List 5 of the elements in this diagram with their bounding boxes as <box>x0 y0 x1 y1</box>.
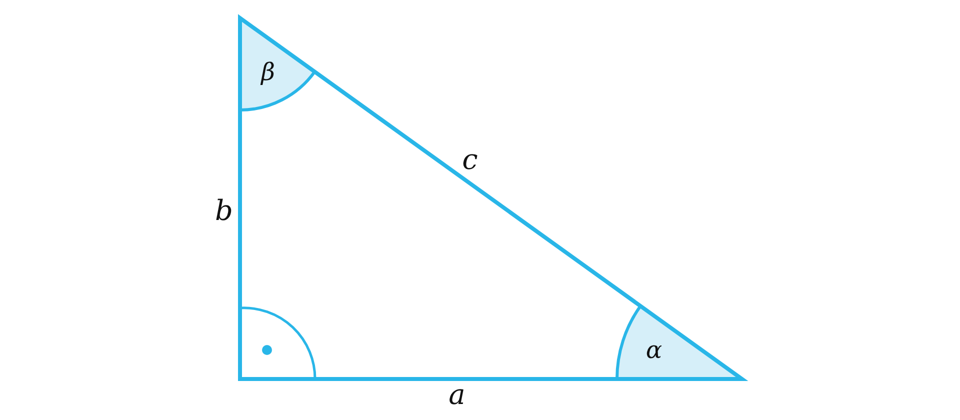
angle-label: α <box>646 338 662 362</box>
angle-label: β <box>261 60 275 84</box>
side-label: a <box>448 381 466 409</box>
side-label: c <box>462 146 478 174</box>
side-label: b <box>215 197 233 225</box>
